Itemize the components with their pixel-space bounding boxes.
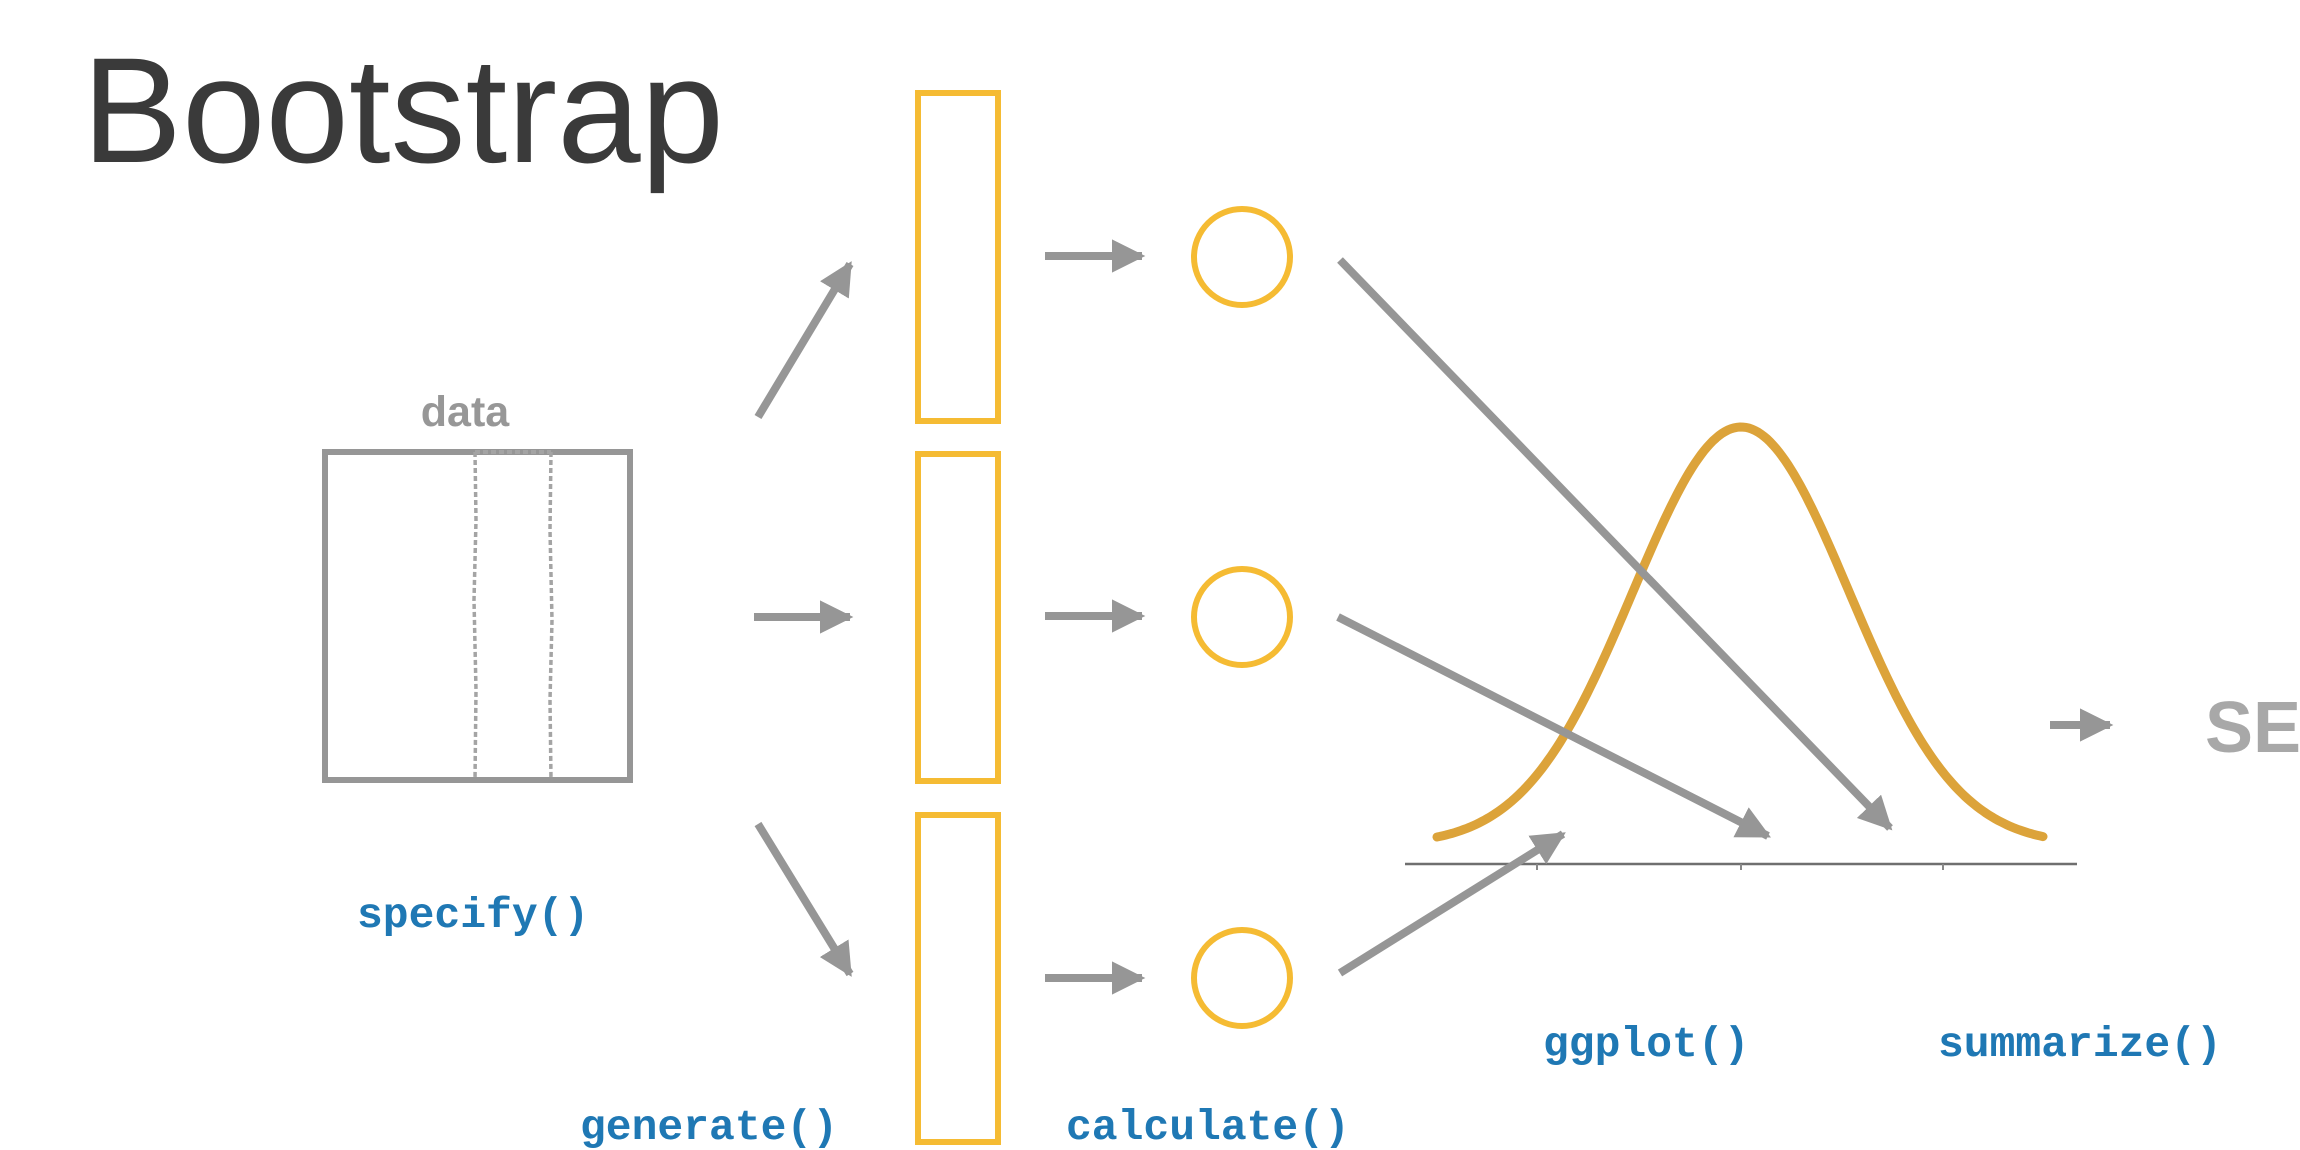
data-column-left-edge	[472, 451, 478, 781]
arrow-data-to-sample-3	[754, 821, 854, 977]
ggplot-function-label: ggplot()	[1543, 1020, 1749, 1069]
arrow-data-to-sample-1	[754, 261, 854, 420]
arrow-stat-1-to-distribution	[1337, 257, 1893, 831]
sampling-distribution-curve	[1432, 422, 2048, 842]
calculate-function-label: calculate()	[1066, 1103, 1350, 1150]
arrow-stat-2-to-distribution	[1336, 613, 1771, 840]
summarize-function-label: summarize()	[1938, 1020, 2222, 1069]
bootstrap-sample-2	[915, 451, 1001, 784]
specify-function-label: specify()	[357, 891, 589, 940]
data-table-frame	[322, 449, 633, 783]
data-label: data	[421, 388, 511, 436]
data-table	[322, 449, 633, 783]
data-column-right-edge	[548, 451, 554, 781]
statistic-1	[1191, 206, 1293, 308]
statistic-2	[1191, 566, 1293, 668]
page-title: Bootstrap	[82, 26, 724, 194]
statistic-3	[1191, 927, 1293, 1029]
generate-function-label: generate()	[580, 1103, 838, 1150]
bootstrap-sample-1	[915, 90, 1001, 424]
bootstrap-sample-3	[915, 812, 1001, 1145]
arrow-stat-3-to-distribution	[1337, 830, 1566, 977]
standard-error-label: SE	[2205, 688, 2300, 768]
